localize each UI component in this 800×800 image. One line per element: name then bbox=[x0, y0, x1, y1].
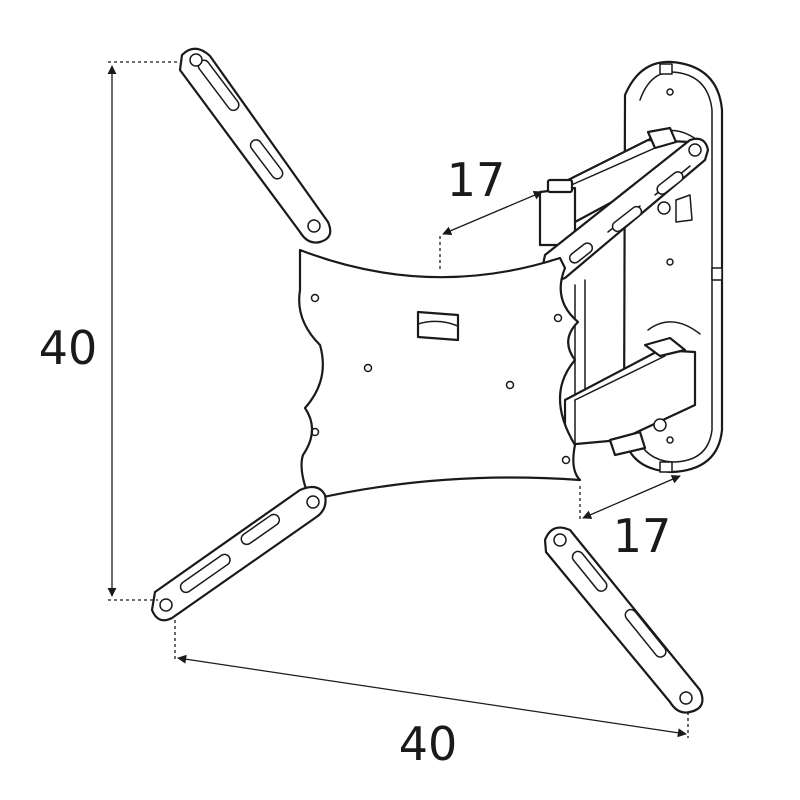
arm-bottom-dimension bbox=[579, 475, 681, 520]
vesa-arm-bottom-left bbox=[150, 485, 327, 622]
height-label: 40 bbox=[39, 321, 98, 375]
arm-top-label: 17 bbox=[447, 153, 506, 207]
vesa-plate bbox=[298, 248, 582, 502]
upper-arm bbox=[538, 126, 692, 247]
height-dimension bbox=[107, 61, 182, 601]
upper-arm-link bbox=[540, 137, 710, 282]
width-dimension bbox=[174, 620, 689, 738]
vesa-arm-top-left bbox=[178, 47, 332, 244]
arm-bottom-label: 17 bbox=[613, 509, 672, 563]
arm-top-dimension bbox=[439, 191, 543, 270]
width-label: 40 bbox=[399, 717, 458, 771]
lower-arm bbox=[563, 279, 697, 457]
